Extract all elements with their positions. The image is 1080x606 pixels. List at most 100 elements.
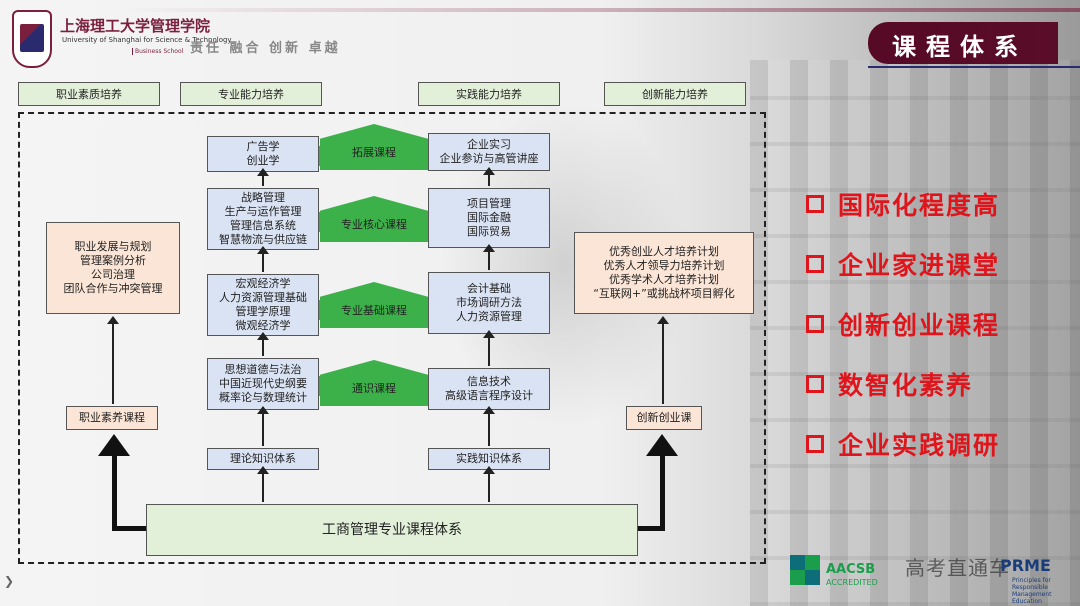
practice-base-text: 实践知识体系 (456, 452, 522, 465)
page-title: 课程体系 (892, 32, 1028, 61)
tab-professional-quality: 职业素质培养 (18, 82, 160, 106)
innovation-course-text: 创新创业课 (636, 411, 692, 424)
header-rule (120, 8, 1080, 12)
innovation-course-label: 创新创业课 (626, 406, 702, 430)
theory-course: 战略管理 (241, 191, 285, 204)
theory-course: 宏观经济学 (235, 277, 291, 290)
prme-logo-text: PRME (1000, 556, 1051, 575)
arrow-up (483, 244, 495, 270)
theory-extension-box: 广告学 创业学 (207, 136, 319, 172)
logo-business-school: Business School (132, 48, 183, 55)
feature-item: 数智化素养 (806, 366, 973, 402)
career-course-item: 团队合作与冲突管理 (63, 282, 163, 295)
practice-course: 市场调研方法 (456, 296, 522, 309)
background-building (750, 60, 1080, 606)
theory-course: 概率论与数理统计 (219, 391, 307, 404)
checkbox-icon (806, 315, 824, 333)
checkbox-icon (806, 255, 824, 273)
innovation-program-item: 优秀创业人才培养计划 (609, 245, 719, 258)
practice-course: 国际贸易 (467, 225, 511, 238)
practice-course: 会计基础 (467, 282, 511, 295)
practice-course: 信息技术 (467, 375, 511, 388)
logo-english: University of Shanghai for Science & Tec… (62, 36, 232, 44)
watermark: 高考直通车 (905, 556, 1010, 580)
arrow-up (483, 330, 495, 366)
practice-general-box: 信息技术 高级语言程序设计 (428, 368, 550, 410)
aacsb-text: AACSB (826, 562, 876, 577)
arrow-up (483, 167, 495, 186)
motto: 责任 融合 创新 卓越 (190, 41, 341, 56)
theory-course: 思想道德与法治 (224, 363, 302, 376)
logo-chinese: 上海理工大学管理学院 (60, 17, 211, 35)
feature-text: 创新创业课程 (838, 311, 1001, 340)
header: 上海理工大学管理学院 University of Shanghai for Sc… (0, 0, 1080, 70)
feature-item: 国际化程度高 (806, 186, 1000, 222)
theory-course: 智慧物流与供应链 (219, 233, 307, 246)
diagram-frame (18, 112, 766, 564)
pentagon-label: 拓展课程 (352, 146, 396, 159)
theory-course: 中国近现代史纲要 (219, 377, 307, 390)
right-big-arrowhead (646, 434, 678, 456)
program-foundation-text: 工商管理专业课程体系 (322, 522, 462, 538)
theory-general-box: 思想道德与法治 中国近现代史纲要 概率论与数理统计 (207, 358, 319, 410)
practice-extension-box: 企业实习 企业参访与高管讲座 (428, 133, 550, 171)
practice-course: 国际金融 (467, 211, 511, 224)
tab-professional-ability: 专业能力培养 (180, 82, 322, 106)
feature-text: 国际化程度高 (838, 191, 1001, 220)
practice-basic-box: 会计基础 市场调研方法 人力资源管理 (428, 272, 550, 334)
innovation-program-item: 优秀人才领导力培养计划 (603, 259, 725, 272)
career-course-item: 公司治理 (91, 268, 135, 281)
feature-item: 企业家进课堂 (806, 246, 1000, 282)
aacsb-subtext: ACCREDITED (826, 578, 878, 587)
practice-course: 项目管理 (467, 197, 511, 210)
theory-course: 微观经济学 (235, 319, 291, 332)
checkbox-icon (806, 375, 824, 393)
feature-text: 企业家进课堂 (838, 251, 1001, 280)
theory-basic-box: 宏观经济学 人力资源管理基础 管理学原理 微观经济学 (207, 274, 319, 336)
career-courses-box: 职业发展与规划 管理案例分析 公司治理 团队合作与冲突管理 (46, 222, 180, 314)
feature-item: 创新创业课程 (806, 306, 1000, 342)
title-banner (868, 22, 1080, 68)
arrow-up (257, 332, 269, 356)
tab-innovation-ability: 创新能力培养 (604, 82, 746, 106)
feature-item: 企业实践调研 (806, 426, 1000, 462)
aacsb-logo-icon (790, 555, 820, 585)
practice-course: 高级语言程序设计 (445, 389, 533, 402)
pentagon-label: 专业核心课程 (341, 218, 407, 231)
practice-course: 企业实习 (467, 138, 511, 151)
theory-base-text: 理论知识体系 (230, 452, 296, 465)
tab-practice-ability: 实践能力培养 (418, 82, 560, 106)
checkbox-icon (806, 435, 824, 453)
innovation-program-item: “互联网+”或挑战杯项目孵化 (593, 287, 735, 300)
left-big-arrowhead (98, 434, 130, 456)
arrow-up (483, 466, 495, 502)
checkbox-icon (806, 195, 824, 213)
arrow-up (257, 466, 269, 502)
theory-knowledge-base: 理论知识体系 (207, 448, 319, 470)
theory-course: 广告学 (246, 140, 280, 153)
university-logo-icon (12, 10, 52, 68)
arrow-up-left (107, 316, 119, 404)
pentagon-label: 专业基础课程 (341, 304, 407, 317)
practice-core-box: 项目管理 国际金融 国际贸易 (428, 188, 550, 248)
career-quality-label: 职业素养课程 (66, 406, 158, 430)
career-course-item: 职业发展与规划 (74, 240, 152, 253)
program-foundation-box: 工商管理专业课程体系 (146, 504, 638, 556)
arrow-up (257, 168, 269, 186)
theory-course: 创业学 (246, 154, 280, 167)
theory-course: 管理信息系统 (230, 219, 296, 232)
theory-course: 生产与运作管理 (224, 205, 302, 218)
arrow-up (257, 246, 269, 272)
practice-course: 人力资源管理 (456, 310, 522, 323)
left-arrow-shaft (112, 456, 117, 530)
career-quality-text: 职业素养课程 (79, 411, 145, 424)
left-arrow-base (112, 526, 146, 531)
theory-course: 人力资源管理基础 (219, 291, 307, 304)
right-arrow-shaft (660, 456, 665, 530)
innovation-programs-box: 优秀创业人才培养计划 优秀人才领导力培养计划 优秀学术人才培养计划 “互联网+”… (574, 232, 754, 314)
practice-course: 企业参访与高管讲座 (439, 152, 539, 165)
theory-course: 管理学原理 (235, 305, 291, 318)
right-arrow-base (638, 526, 665, 531)
arrow-up (483, 406, 495, 446)
slide-nav-arrow-icon[interactable]: ❯ (4, 574, 15, 588)
